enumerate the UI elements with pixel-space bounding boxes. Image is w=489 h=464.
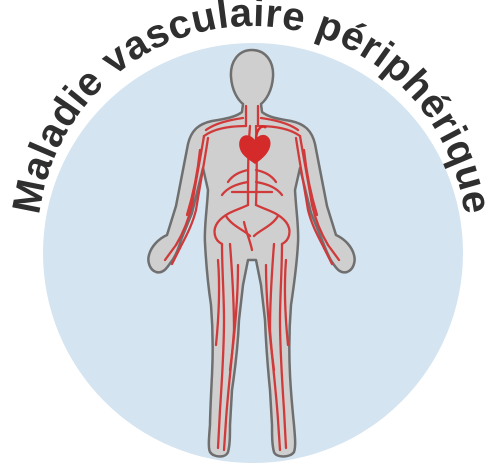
illustration-canvas: Maladie vasculaire périphérique [0,0,489,464]
